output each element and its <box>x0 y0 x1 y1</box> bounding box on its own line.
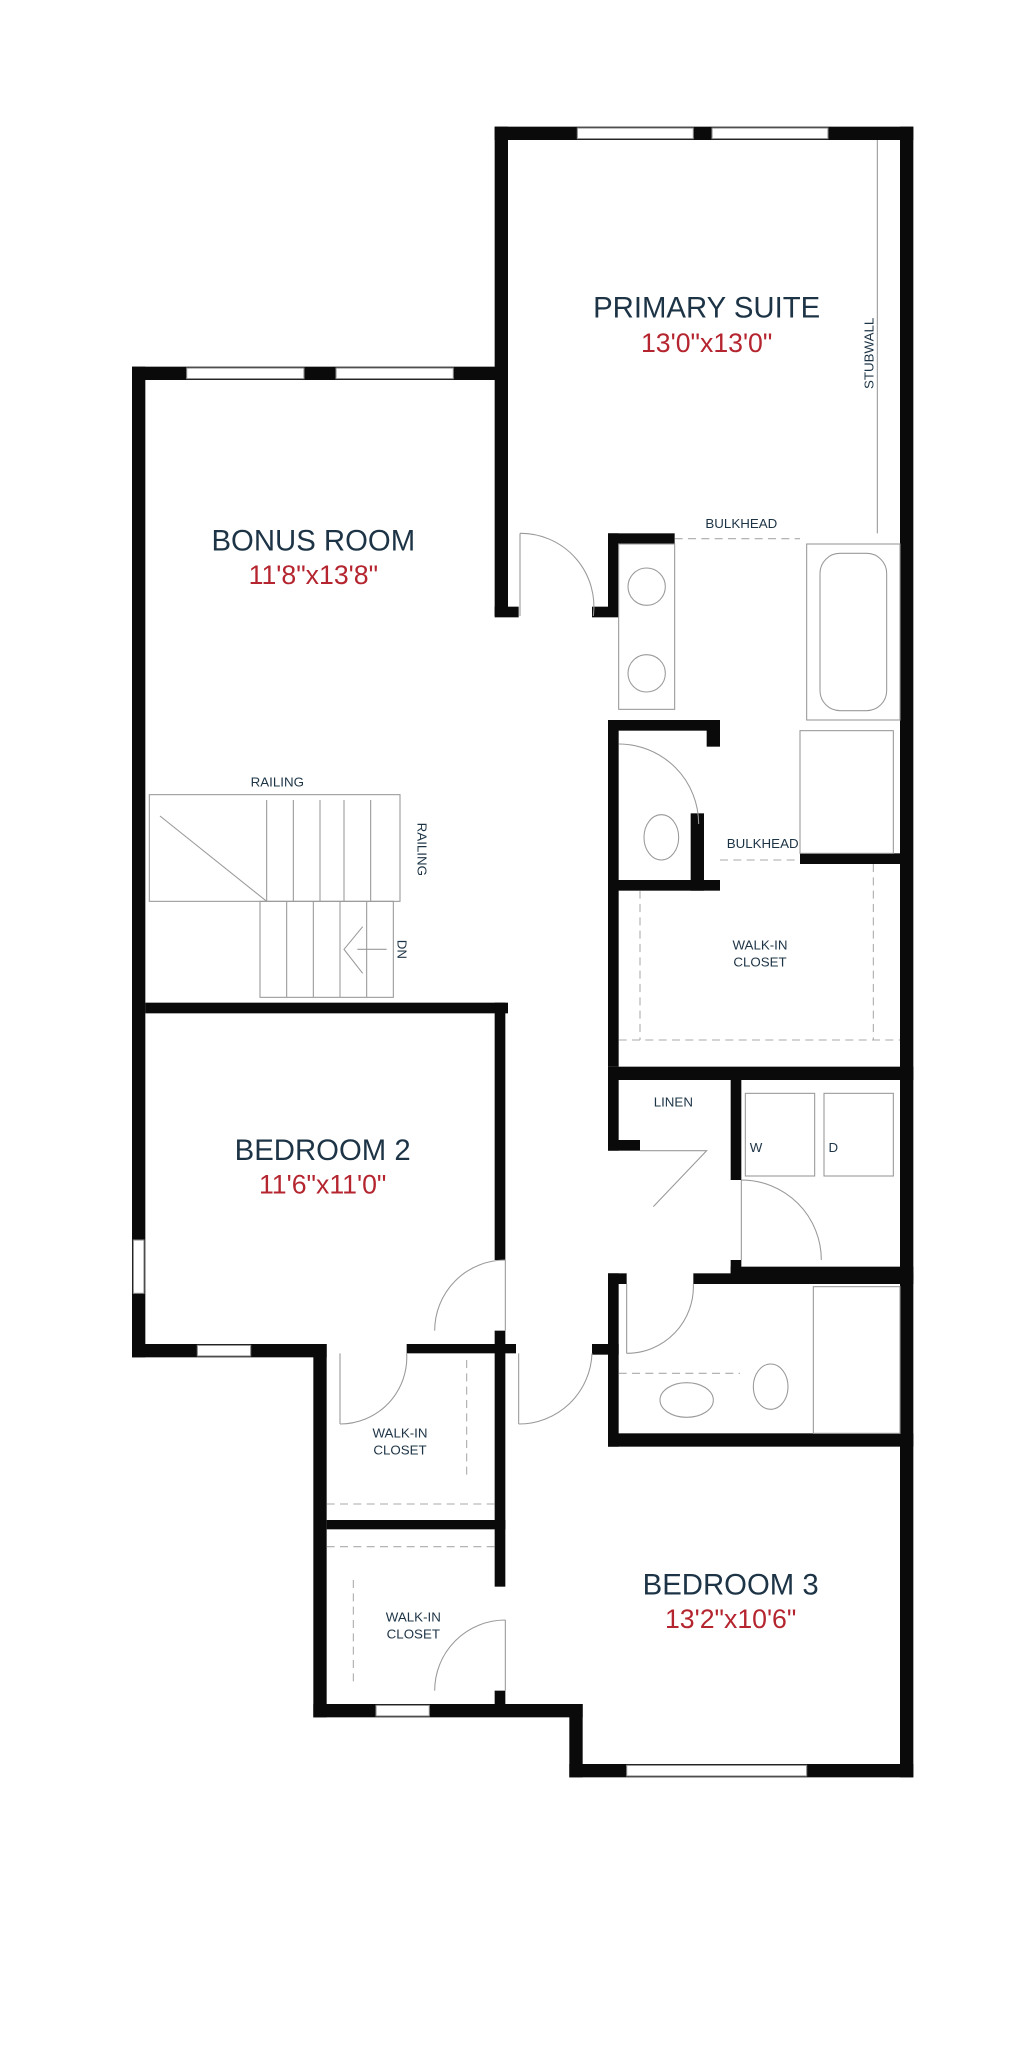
bed3-jog-wall <box>569 1704 583 1778</box>
wall <box>608 533 619 616</box>
room-dim-bed2: 11'6"x11'0" <box>259 1169 386 1199</box>
right-wall <box>900 126 914 1778</box>
bathtub-icon <box>812 1286 901 1434</box>
plan-line <box>640 1150 708 1208</box>
bulkhead-label: BULKHEAD <box>705 516 777 531</box>
stubwall-label: STUBWALL <box>861 318 876 389</box>
room-name-primary: PRIMARY SUITE <box>593 291 820 324</box>
wall <box>608 1140 640 1151</box>
window <box>335 367 454 380</box>
plan-line <box>518 1353 593 1425</box>
linen-label: LINEN <box>654 1095 693 1110</box>
down-arrow-icon <box>343 926 387 974</box>
closet-label: WALK-IN <box>732 937 787 952</box>
wall <box>592 606 619 618</box>
staircase <box>148 794 401 998</box>
toilet-icon <box>752 1363 789 1410</box>
room-dim-bonus: 11'8"x13'8" <box>249 560 378 590</box>
wall <box>730 1080 742 1180</box>
wall <box>145 1002 509 1014</box>
window <box>375 1704 430 1717</box>
primary-top-wall <box>494 126 914 140</box>
window <box>626 1764 808 1777</box>
window <box>132 1239 145 1294</box>
plan-line <box>148 794 401 902</box>
closet-label: CLOSET <box>387 1627 440 1642</box>
sink-icon <box>659 1382 714 1418</box>
washer-label: W <box>750 1140 763 1155</box>
sink-icon <box>627 567 666 606</box>
interior-walls <box>145 533 914 1707</box>
closet-label: CLOSET <box>373 1443 426 1458</box>
door-swing <box>618 743 700 825</box>
window <box>196 1344 252 1357</box>
closet-label: WALK-IN <box>386 1609 441 1624</box>
wall <box>608 720 720 731</box>
window <box>711 127 829 140</box>
wall <box>693 1273 914 1284</box>
wall <box>406 1344 516 1354</box>
room-name-bed2: BEDROOM 2 <box>235 1134 411 1167</box>
bulkhead-label: BULKHEAD <box>727 836 799 851</box>
wall <box>494 606 519 618</box>
railing-label: RAILING <box>251 775 304 790</box>
wall <box>494 1330 506 1354</box>
wall <box>608 533 675 544</box>
dryer-label: D <box>829 1140 839 1155</box>
wall <box>494 1344 506 1587</box>
closet-bottom-wall <box>313 1704 583 1718</box>
room-name-bed3: BEDROOM 3 <box>643 1569 819 1602</box>
closet-label: CLOSET <box>733 955 786 970</box>
plan-line <box>519 532 595 617</box>
wall <box>608 720 619 1067</box>
plan-line <box>434 1619 506 1691</box>
closet-left-wall <box>313 1344 327 1718</box>
room-name-bonus: BONUS ROOM <box>211 525 415 558</box>
wall <box>326 1520 506 1530</box>
window <box>186 367 305 380</box>
shower-icon <box>799 730 894 854</box>
wall <box>608 1433 914 1447</box>
wall <box>608 1080 619 1151</box>
down-label: DN <box>394 940 409 959</box>
wall <box>690 813 704 891</box>
wall <box>494 1690 506 1707</box>
wall <box>608 1066 914 1080</box>
plan-line <box>618 543 676 710</box>
closet-label: WALK-IN <box>372 1425 427 1440</box>
bathtub-icon <box>806 543 901 721</box>
dryer-icon <box>823 1092 894 1177</box>
wall <box>608 880 720 891</box>
wall <box>592 1344 619 1355</box>
room-dim-primary: 13'0"x13'0" <box>641 328 772 358</box>
exterior-walls <box>132 126 914 1778</box>
room-dim-bed3: 13'2"x10'6" <box>665 1604 796 1634</box>
plan-line <box>339 1353 408 1425</box>
fixtures <box>148 140 901 1691</box>
plan-line <box>626 1283 694 1354</box>
washer-icon <box>744 1092 816 1177</box>
wall <box>494 1002 506 1260</box>
plan-line <box>819 552 888 712</box>
plan-line <box>434 1259 506 1331</box>
plan-line <box>159 815 267 902</box>
window <box>576 127 694 140</box>
plan-line <box>740 1179 822 1261</box>
sink-icon <box>627 654 666 693</box>
wall <box>608 1273 619 1447</box>
railing-label: RAILING <box>414 823 429 876</box>
wall <box>800 853 900 864</box>
plan-line <box>259 900 394 998</box>
wall <box>706 720 720 747</box>
toilet-icon <box>643 814 680 861</box>
left-wall <box>132 366 146 1358</box>
